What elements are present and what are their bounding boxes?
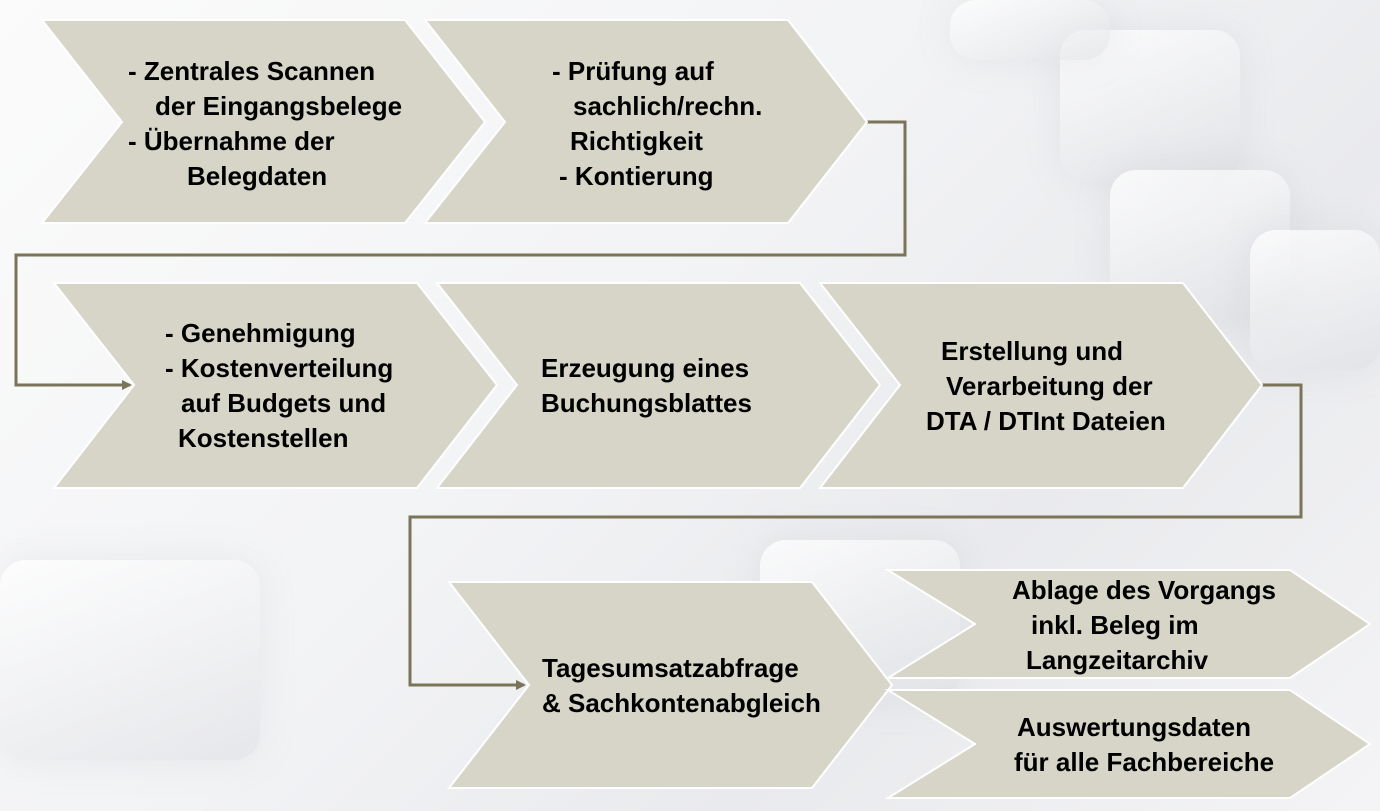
step-2-label: - Prüfung auf sachlich/rechn. Richtigkei… <box>552 54 762 194</box>
step-7-label: Ablage des Vorgangs inkl. Beleg im Langz… <box>1012 573 1276 678</box>
step-1-line: - Übernahme der <box>128 126 335 156</box>
step-1-label: - Zentrales Scannen der Eingangsbelege -… <box>128 54 402 194</box>
chevron-step-5 <box>817 282 1264 489</box>
chevron-step-2 <box>422 19 869 224</box>
background-key <box>950 0 1110 60</box>
chevron-step-4 <box>434 282 882 489</box>
step-2-line: Richtigkeit <box>570 126 703 156</box>
step-8-label: Auswertungsdaten für alle Fachbereiche <box>1014 710 1274 780</box>
step-2-line: - Prüfung auf <box>552 56 714 86</box>
step-4-line: Erzeugung eines <box>541 353 750 383</box>
background-key <box>1250 230 1380 370</box>
step-7-line: Langzeitarchiv <box>1026 645 1209 675</box>
step-2-line: sachlich/rechn. <box>573 91 763 121</box>
step-1-line: - Zentrales Scannen <box>128 56 376 86</box>
step-5-line: Erstellung und <box>941 336 1123 366</box>
chevron-step-6 <box>446 581 894 789</box>
step-1-line: Belegdaten <box>187 161 328 191</box>
connector-row1-to-row2 <box>14 120 907 390</box>
step-5-line: DTA / DTInt Dateien <box>926 406 1166 436</box>
step-7-line: inkl. Beleg im <box>1031 610 1199 640</box>
step-4-label: Erzeugung eines Buchungsblattes <box>541 351 752 421</box>
step-1-line: der Eingangsbelege <box>155 91 403 121</box>
chevron-step-3 <box>51 282 499 489</box>
step-3-line: Kostenstellen <box>178 423 349 453</box>
step-6-label: Tagesumsatzabfrage & Sachkontenabgleich <box>542 651 821 721</box>
step-2-line: - Kontierung <box>559 161 714 191</box>
step-5-line: Verarbeitung der <box>946 371 1153 401</box>
step-7-line: Ablage des Vorgangs <box>1012 575 1276 605</box>
step-3-line: - Genehmigung <box>165 318 356 348</box>
step-5-label: Erstellung und Verarbeitung der DTA / DT… <box>926 334 1166 439</box>
chevron-step-7 <box>884 569 1372 679</box>
background-key <box>0 560 260 760</box>
step-8-line: für alle Fachbereiche <box>1014 747 1275 777</box>
chevron-step-8 <box>884 689 1372 799</box>
step-8-line: Auswertungsdaten <box>1017 712 1252 742</box>
step-6-line: & Sachkontenabgleich <box>542 688 821 718</box>
step-3-line: - Kostenverteilung <box>165 353 394 383</box>
step-6-line: Tagesumsatzabfrage <box>542 653 799 683</box>
step-4-line: Buchungsblattes <box>541 388 752 418</box>
connector-row2-to-row3 <box>408 383 1303 690</box>
step-3-label: - Genehmigung - Kostenverteilung auf Bud… <box>165 316 393 456</box>
chevron-step-1 <box>39 19 487 224</box>
step-3-line: auf Budgets und <box>181 388 387 418</box>
